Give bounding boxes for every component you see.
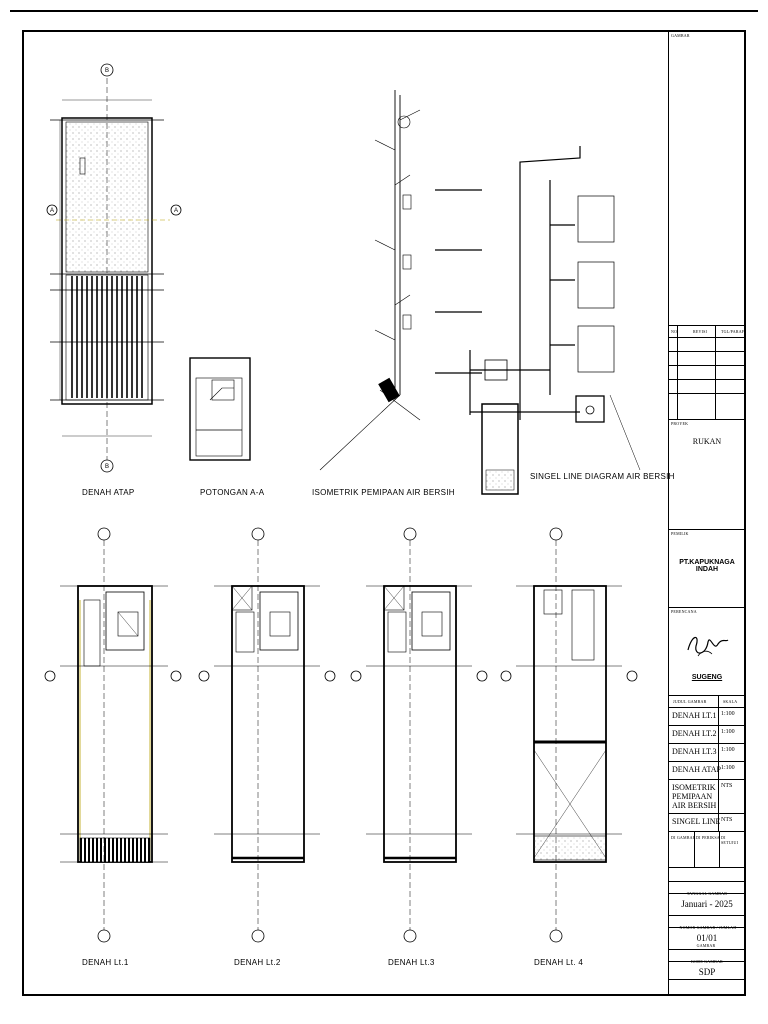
single-line-diagram [469, 146, 641, 495]
view-title-denah-lt1: DENAH Lt.1 [82, 958, 129, 967]
revision-header: NO. REVISI TGL/PARAF [669, 326, 745, 338]
drawing-name: DENAH LT.3 [672, 747, 717, 756]
planner-signature [687, 636, 729, 657]
title-block: GAMBAR NO. REVISI TGL/PARAF PROYEK RUKAN… [668, 32, 745, 994]
drawing-area: B B A A [44, 63, 641, 943]
section-pemilik-label: PEMILIK [671, 531, 689, 536]
code-row: SDP [669, 962, 745, 980]
kode-label: KODE GAMBAR [691, 959, 723, 964]
isometric-piping [319, 90, 482, 471]
drawing-list-row: ISOMETRIK PEMIPAAN AIR BERSIH NTS [669, 780, 745, 814]
grid-label: A [50, 208, 54, 214]
drawing-name: ISOMETRIK PEMIPAAN AIR BERSIH [672, 783, 717, 810]
page-top-rule [10, 10, 758, 12]
owner-name: PT.KAPUKNAGA INDAH [679, 559, 735, 573]
digambar-label: DI GAMBAR [671, 835, 696, 840]
drawing-name: DENAH ATAP [672, 765, 721, 774]
drawing-sheet-border [22, 30, 746, 996]
date-label-row: TANGGAL GAMBAR [669, 882, 745, 896]
view-title-denah-lt3: DENAH Lt.3 [388, 958, 435, 967]
drawing-list-row: DENAH LT.1 1:100 [669, 708, 745, 726]
approval-separator [694, 832, 695, 868]
drawing-list-row: DENAH LT.3 1:100 [669, 744, 745, 762]
owner-section: PEMILIK PT.KAPUKNAGA INDAH [669, 530, 745, 608]
section-a-a [189, 357, 251, 461]
drawing-scale: 1:100 [721, 711, 735, 717]
planner-section: PERENCANA SUGENG [669, 608, 745, 696]
disetujui-label: DI SETUJUI [721, 835, 739, 845]
view-title-isometrik: ISOMETRIK PEMIPAAN AIR BERSIH [312, 488, 455, 497]
project-name: RUKAN [692, 437, 722, 446]
floor-plan-lt3 [350, 527, 488, 943]
code-label-row: KODE GAMBAR [669, 950, 745, 964]
drawing-date: Januari - 2025 [681, 899, 733, 909]
drawing-scale: 1:100 [721, 729, 735, 735]
revision-row [669, 394, 745, 420]
spacer-row [669, 868, 745, 882]
judul-gambar-header: JUDUL GAMBAR [673, 699, 707, 704]
drawing-scale: NTS [721, 817, 733, 823]
floor-plan-lt1 [44, 527, 182, 943]
sheet-label-row: NOMOR GAMBAR / JUMLAH GAMBAR [669, 916, 745, 948]
view-title-potongan: POTONGAN A-A [200, 488, 265, 497]
rev-tgl-header: TGL/PARAF [721, 329, 745, 334]
sheet-number-row: 01/01 [669, 928, 745, 950]
skala-header: SKALA [723, 699, 738, 704]
drawing-list-header: JUDUL GAMBAR SKALA [669, 696, 745, 708]
revision-row [669, 380, 745, 394]
drawing-scale: 1:100 [721, 765, 735, 771]
drawing-name: DENAH LT.2 [672, 729, 717, 738]
revision-row [669, 338, 745, 352]
view-title-denah-lt4: DENAH Lt. 4 [534, 958, 584, 967]
sheet-number: 01/01 [696, 933, 718, 943]
section-gambar-label: GAMBAR [669, 32, 745, 326]
view-title-denah-lt2: DENAH Lt.2 [234, 958, 281, 967]
rev-separator [677, 326, 678, 420]
view-title-denah-atap: DENAH ATAP [82, 488, 135, 497]
approval-row: DI GAMBAR DI PERIKSA DI SETUJUI [669, 832, 745, 868]
section-perencana-label: PERENCANA [671, 609, 697, 614]
drawing-list-row: DENAH LT.2 1:100 [669, 726, 745, 744]
revision-row [669, 352, 745, 366]
grid-label: B [105, 68, 109, 74]
drawing-code: SDP [698, 967, 716, 977]
drawing-name: SINGEL LINE [672, 817, 721, 826]
drawing-scale: 1:100 [721, 747, 735, 753]
drawing-list-row: DENAH ATAP 1:100 [669, 762, 745, 780]
roof-plan [46, 63, 182, 473]
approval-separator [719, 832, 720, 868]
drawing-list-separator [718, 696, 719, 832]
grid-label: A [174, 208, 178, 214]
tanggal-label: TANGGAL GAMBAR [686, 891, 728, 896]
section-proyek-label: PROYEK [671, 421, 689, 426]
roof-grid-labels: B B A A [50, 68, 178, 470]
date-row: Januari - 2025 [669, 894, 745, 916]
view-title-singel-line: SINGEL LINE DIAGRAM AIR BERSIH [530, 472, 675, 481]
rev-separator [715, 326, 716, 420]
rev-revisi-header: REVISI [693, 329, 708, 334]
diperiksa-label: DI PERIKSA [696, 835, 720, 840]
rev-no-header: NO. [671, 329, 679, 334]
drawing-list-row: SINGEL LINE NTS [669, 814, 745, 832]
floor-plan-lt4 [500, 527, 638, 943]
revision-row [669, 366, 745, 380]
drawing-scale: NTS [721, 783, 733, 789]
grid-label: B [105, 464, 109, 470]
floor-plan-lt2 [198, 527, 336, 943]
project-section: PROYEK RUKAN [669, 420, 745, 530]
nomor-label: NOMOR GAMBAR / JUMLAH GAMBAR [679, 925, 737, 948]
planner-name: SUGENG [691, 674, 723, 681]
drawing-name: DENAH LT.1 [672, 711, 717, 720]
